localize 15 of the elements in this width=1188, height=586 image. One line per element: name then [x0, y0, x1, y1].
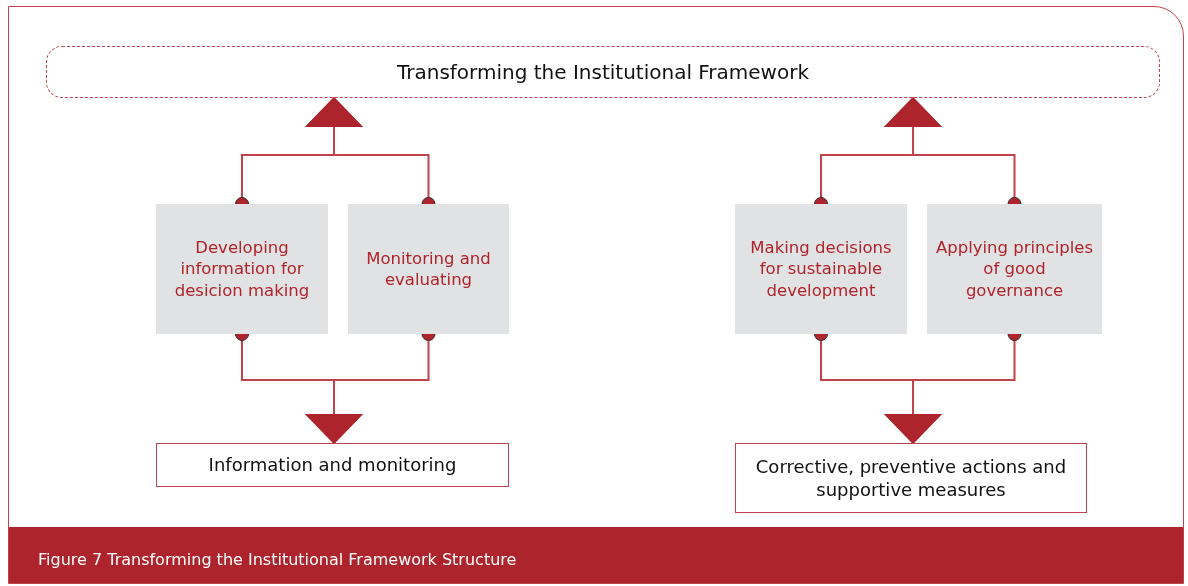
process-box [927, 204, 1102, 334]
process-box [348, 204, 509, 334]
box-label: Corrective, preventive actions and supportive measures [754, 454, 1068, 502]
box-label: Making decisions for sustainable development [749, 236, 893, 302]
outcome-box [735, 443, 1087, 513]
box-label: Applying principles of good governance [935, 236, 1094, 302]
box-label: Transforming the Institutional Framework [396, 59, 810, 85]
process-box [156, 204, 328, 334]
framework-box [46, 46, 1160, 98]
figure-caption: Figure 7 Transforming the Institutional Framework Structure [38, 550, 517, 569]
box-label: Information and monitoring [208, 453, 457, 477]
box-label: Monitoring and evaluating [365, 247, 492, 291]
outcome-box [156, 443, 509, 487]
process-box [735, 204, 907, 334]
box-label: Developing information for desicion making [173, 236, 311, 302]
